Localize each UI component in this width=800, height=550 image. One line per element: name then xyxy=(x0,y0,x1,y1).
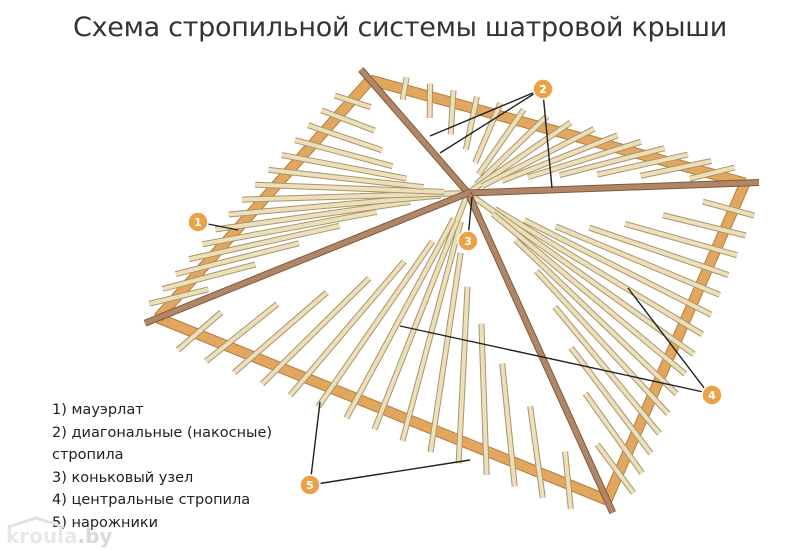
front-rafter-6 xyxy=(428,252,463,453)
right-rafter-5 xyxy=(554,224,721,297)
back-rafter-6 xyxy=(477,108,526,176)
front-rafter-8 xyxy=(372,192,470,431)
hip-rafter-right xyxy=(467,179,760,196)
back-rafter-10 xyxy=(501,133,619,183)
back-rafter-5 xyxy=(473,102,503,164)
hip-rafter-back xyxy=(358,67,470,195)
right-rafter-11 xyxy=(534,269,670,416)
watermark-suffix: .by xyxy=(77,524,113,548)
legend: 1) мауэрлат 2) диагональные (накосные) с… xyxy=(52,399,272,534)
callout-badge-3 xyxy=(457,230,479,252)
left-rafter-1 xyxy=(148,287,209,306)
watermark-main: kroula xyxy=(6,524,78,548)
right-rafter-15 xyxy=(595,443,636,495)
front-rafter-13 xyxy=(232,290,329,375)
legend-item-4: 4) центральные стропила xyxy=(52,492,251,508)
right-rafter-7 xyxy=(494,207,704,337)
back-rafter-15 xyxy=(689,165,736,181)
front-rafter-4 xyxy=(479,323,489,476)
back-rafter-4 xyxy=(463,96,479,150)
left-rafter-15 xyxy=(334,93,372,110)
right-rafter-12 xyxy=(553,305,661,435)
front-rafter-3 xyxy=(500,363,517,487)
front-rafter-2 xyxy=(528,405,545,498)
right-rafter-13 xyxy=(569,346,653,455)
front-rafter-1 xyxy=(563,451,573,510)
leader-2c xyxy=(542,92,553,189)
right-rafter-9 xyxy=(491,212,687,376)
legend-item-1: 1) мауэрлат xyxy=(52,402,144,418)
front-rafter-14 xyxy=(204,302,279,363)
legend-item-5: 5) нарожники xyxy=(52,514,159,531)
right-rafter-2 xyxy=(662,213,747,238)
left-rafter-13 xyxy=(307,123,383,153)
left-rafter-5 xyxy=(201,210,377,247)
leader-2b xyxy=(439,89,541,154)
back-rafter-11 xyxy=(527,139,642,180)
leader-2a xyxy=(429,89,541,137)
callout-number-1: 1 xyxy=(194,216,202,229)
callout-number-2: 2 xyxy=(539,83,547,96)
callout-number-5: 5 xyxy=(306,479,314,492)
legend-item-2: 2) диагональные (накосные) xyxy=(52,424,273,441)
right-rafter-4 xyxy=(588,225,730,277)
callout-badge-4 xyxy=(701,384,723,406)
hip-rafters-group xyxy=(143,67,760,515)
left-rafter-4 xyxy=(188,223,340,262)
leader-4b xyxy=(627,287,709,394)
left-rafter-14 xyxy=(320,108,376,133)
rafters-group xyxy=(148,76,756,510)
front-rafter-12 xyxy=(260,276,371,386)
leader-4a xyxy=(399,325,709,394)
left-rafter-2 xyxy=(162,262,256,291)
house-roof-icon xyxy=(7,516,65,528)
left-rafter-10 xyxy=(268,167,424,190)
right-rafter-10 xyxy=(514,238,679,396)
callout-badge-5 xyxy=(299,474,321,496)
back-rafter-1 xyxy=(400,77,409,101)
front-rafter-10 xyxy=(316,240,435,408)
back-rafter-12 xyxy=(559,146,665,178)
left-rafter-3 xyxy=(175,241,300,276)
right-rafter-3 xyxy=(624,221,738,258)
back-rafter-13 xyxy=(596,152,689,177)
callout-badges: 1 2 3 4 5 xyxy=(187,78,723,496)
right-rafter-8 xyxy=(466,191,696,356)
callout-badge-1 xyxy=(187,211,209,233)
watermark-text: kroula.by xyxy=(6,524,112,548)
front-rafter-7 xyxy=(400,220,463,442)
legend-item-2-cont: стропила xyxy=(52,447,124,463)
hip-rafter-front xyxy=(465,191,616,514)
back-rafter-9 xyxy=(481,127,596,188)
right-rafter-14 xyxy=(583,392,644,475)
right-rafter-6 xyxy=(523,218,713,317)
front-rafter-5 xyxy=(456,286,470,464)
leader-lines xyxy=(197,89,709,486)
front-rafter-15 xyxy=(176,310,223,352)
callout-number-3: 3 xyxy=(464,235,472,248)
left-rafter-7 xyxy=(228,193,442,217)
hip-rafter-left xyxy=(144,190,469,326)
back-rafter-7 xyxy=(474,114,549,186)
left-rafter-12 xyxy=(294,138,394,169)
legend-item-3: 3) коньковый узел xyxy=(52,469,194,486)
front-rafter-9 xyxy=(344,217,456,420)
page-title: Схема стропильной системы шатровой крыши xyxy=(73,12,727,43)
left-rafter-9 xyxy=(255,182,445,194)
leader-5b xyxy=(309,459,471,486)
callout-number-4: 4 xyxy=(708,389,716,402)
back-rafter-14 xyxy=(640,159,712,178)
left-rafter-6 xyxy=(215,199,411,232)
right-rafter-1 xyxy=(702,199,755,218)
left-rafter-11 xyxy=(281,153,407,181)
front-rafter-11 xyxy=(288,259,406,397)
callout-badge-2 xyxy=(532,78,554,100)
leader-5a xyxy=(309,401,321,486)
